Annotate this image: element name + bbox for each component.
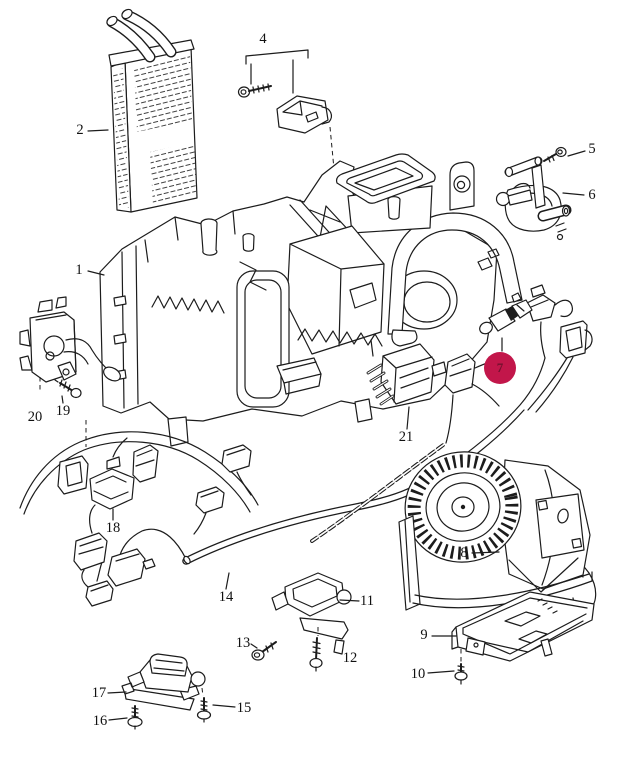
part-6-bracket: [495, 156, 572, 241]
callout-11[interactable]: 11: [360, 592, 374, 609]
callout-19[interactable]: 19: [55, 402, 71, 419]
part-2-heater-core: [106, 8, 198, 213]
callout-4[interactable]: 4: [259, 30, 267, 47]
callout-13[interactable]: 13: [235, 634, 251, 651]
leader-lines: [61, 129, 586, 721]
part-8-blower-motor: [398, 451, 593, 611]
callout-6[interactable]: 6: [588, 186, 596, 203]
highlighted-callout[interactable]: 7: [484, 352, 516, 384]
callout-8[interactable]: 8: [460, 544, 468, 561]
callout-12[interactable]: 12: [342, 649, 358, 666]
part-9-tray: [451, 591, 595, 662]
callout-20[interactable]: 20: [27, 408, 43, 425]
part-19-screw: [54, 379, 82, 399]
part-21-resistor: [366, 343, 447, 406]
callout-1[interactable]: 1: [75, 261, 83, 278]
callout-18[interactable]: 18: [105, 519, 121, 536]
part-4-clamp: [276, 95, 332, 134]
callout-10[interactable]: 10: [410, 665, 426, 682]
part-4-screw: [237, 83, 272, 98]
part-7-temperature-sensor: [479, 292, 533, 352]
callout-2[interactable]: 2: [76, 121, 84, 138]
callout-16[interactable]: 16: [92, 712, 108, 729]
part-5-screw: [543, 146, 567, 163]
callout-15[interactable]: 15: [236, 699, 252, 716]
part-13-screw: [251, 641, 277, 661]
callout-9[interactable]: 9: [420, 626, 428, 643]
part-20-actuator: [19, 296, 121, 393]
part-16-screw: [127, 705, 143, 730]
part-18-connector: [89, 437, 135, 510]
callout-14[interactable]: 14: [218, 588, 234, 605]
part-11-actuator: [271, 572, 352, 655]
part-12-screw: [309, 627, 323, 672]
callout-21[interactable]: 21: [398, 428, 414, 445]
part-4-group: [237, 49, 337, 191]
callout-17[interactable]: 17: [91, 684, 107, 701]
part-15-screw: [196, 687, 212, 723]
callout-5[interactable]: 5: [588, 140, 596, 157]
part-17-actuator: [121, 653, 206, 711]
part-10-screw: [454, 649, 468, 685]
